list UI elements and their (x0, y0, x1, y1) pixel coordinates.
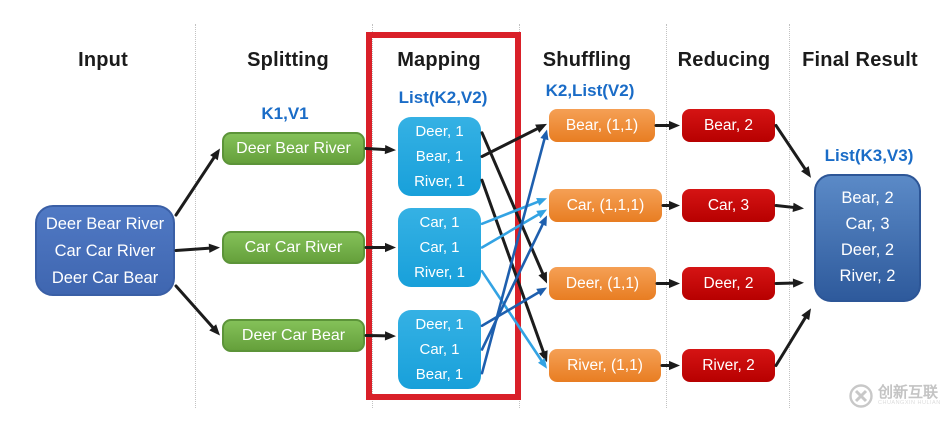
map-line: Deer, 1 (415, 316, 464, 333)
reduce-box-0: Bear, 2 (682, 109, 775, 142)
final-line: Car, 3 (845, 215, 890, 233)
input-line: Deer Car Bear (51, 269, 159, 287)
header-reducing: Reducing (677, 49, 771, 71)
final-line: Bear, 2 (841, 189, 894, 207)
map-line: Car, 1 (419, 239, 460, 256)
header-shuffling: Shuffling (542, 49, 632, 71)
final-box: Bear, 2 Car, 3 Deer, 2 River, 2 (814, 174, 921, 302)
split-box-0: Deer Bear River (222, 132, 365, 165)
reduce-box-2: Deer, 2 (682, 267, 775, 300)
label-k2listv2: K2,List(V2) (545, 81, 635, 100)
input-line: Deer Bear River (45, 215, 165, 233)
label-k1v1: K1,V1 (261, 104, 309, 123)
map-line: Car, 1 (419, 341, 460, 358)
map-line: Bear, 1 (415, 366, 464, 383)
map-box-0: Deer, 1 Bear, 1 River, 1 (398, 117, 481, 196)
header-final-result: Final Result (802, 49, 918, 71)
header-input: Input (78, 49, 128, 71)
label-listk3v3: List(K3,V3) (824, 146, 914, 165)
split-box-1: Car Car River (222, 231, 365, 264)
map-line: River, 1 (414, 173, 465, 190)
map-line: River, 1 (414, 264, 465, 281)
map-line: Bear, 1 (415, 148, 464, 165)
header-mapping: Mapping (397, 49, 481, 71)
reduce-box-3: River, 2 (682, 349, 775, 382)
watermark: 创新互联 CHUANGXIN HULIAN (848, 383, 941, 409)
map-box-1: Car, 1 Car, 1 River, 1 (398, 208, 481, 287)
shuffle-box-3: River, (1,1) (549, 349, 661, 382)
split-box-2: Deer Car Bear (222, 319, 365, 352)
shuffle-box-1: Car, (1,1,1) (549, 189, 662, 222)
final-line: River, 2 (839, 267, 896, 285)
watermark-subtext: CHUANGXIN HULIAN (878, 400, 941, 406)
column-divider (195, 24, 196, 408)
map-box-2: Deer, 1 Car, 1 Bear, 1 (398, 310, 481, 389)
watermark-x-logo-icon (849, 384, 873, 408)
shuffle-box-0: Bear, (1,1) (549, 109, 655, 142)
shuffle-box-2: Deer, (1,1) (549, 267, 656, 300)
label-listk2v2: List(K2,V2) (398, 88, 488, 107)
input-box: Deer Bear River Car Car River Deer Car B… (35, 205, 175, 296)
watermark-text: 创新互联 (878, 384, 939, 401)
column-divider (666, 24, 667, 408)
header-splitting: Splitting (247, 49, 329, 71)
column-divider (789, 24, 790, 408)
map-line: Car, 1 (419, 214, 460, 231)
map-line: Deer, 1 (415, 123, 464, 140)
column-divider (372, 24, 373, 408)
reduce-box-1: Car, 3 (682, 189, 775, 222)
input-line: Car Car River (54, 242, 156, 260)
final-line: Deer, 2 (840, 241, 895, 259)
